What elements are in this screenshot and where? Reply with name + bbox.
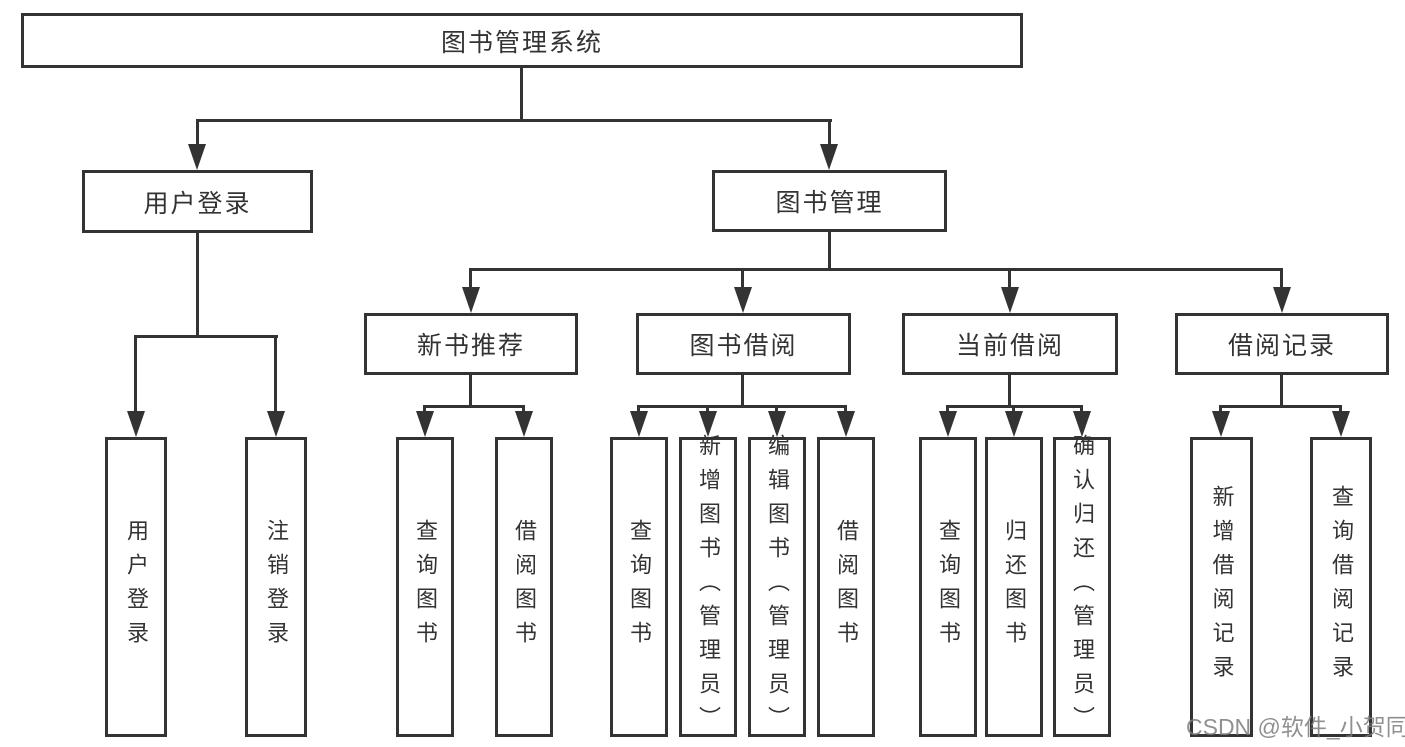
leaf-logout-label: 注销登录	[264, 519, 289, 655]
connector-book-management-branch	[469, 268, 1283, 271]
arrowhead-cb-query-books	[939, 411, 957, 437]
connector-borrow-records-branch	[1220, 405, 1342, 408]
node-borrow-records: 借阅记录	[1175, 313, 1389, 375]
connector-new-book-stub	[469, 373, 472, 407]
leaf-cb-return-books-label: 归还图书	[1002, 519, 1027, 655]
arrowhead-book-management	[820, 144, 838, 170]
node-library-management-system: 图书管理系统	[21, 13, 1023, 68]
arrowhead-bb-add-books	[699, 411, 717, 437]
connector-current-borrow-branch	[947, 405, 1083, 408]
connector-arrow-cb-confirm-shaft	[1080, 405, 1083, 415]
leaf-nb-borrow-books: 借阅图书	[495, 437, 553, 737]
leaf-bb-add-books-admin-label: 新增图书（管理员）	[696, 434, 721, 740]
connector-arrow-cb-query-shaft	[946, 405, 949, 415]
arrowhead-cb-return-books	[1005, 411, 1023, 437]
arrowhead-cb-confirm-return	[1073, 411, 1091, 437]
leaf-user-login-label: 用户登录	[124, 519, 149, 655]
connector-current-borrow-stub	[1008, 373, 1011, 407]
connector-arrow-logout-shaft	[274, 335, 277, 415]
leaf-br-query-borrow-record-label: 查询借阅记录	[1329, 485, 1354, 689]
connector-arrow-bb-query-shaft	[637, 405, 640, 415]
leaf-bb-borrow-books-label: 借阅图书	[834, 519, 859, 655]
connector-arrow-book-borrow-shaft	[741, 268, 744, 292]
connector-user-login-branch	[134, 335, 278, 338]
arrowhead-br-query-record	[1332, 411, 1350, 437]
leaf-cb-return-books: 归还图书	[985, 437, 1043, 737]
connector-book-management-stub	[828, 230, 831, 271]
leaf-br-query-borrow-record: 查询借阅记录	[1310, 437, 1372, 737]
connector-arrow-borrow-records-shaft	[1280, 268, 1283, 292]
leaf-cb-query-books-label: 查询图书	[936, 519, 961, 655]
leaf-nb-query-books-label: 查询图书	[413, 519, 438, 655]
connector-arrow-bb-add-shaft	[706, 405, 709, 415]
leaf-br-add-borrow-record-label: 新增借阅记录	[1209, 485, 1235, 689]
arrowhead-logout	[267, 411, 285, 437]
arrowhead-borrow-records	[1273, 287, 1291, 313]
connector-user-login-stub	[196, 231, 199, 337]
arrowhead-nb-borrow-books	[515, 411, 533, 437]
arrowhead-book-borrow	[734, 287, 752, 313]
node-book-borrow: 图书借阅	[636, 313, 851, 375]
leaf-br-add-borrow-record: 新增借阅记录	[1190, 437, 1253, 737]
connector-arrow-cb-return-shaft	[1012, 405, 1015, 415]
arrowhead-bb-query-books	[630, 411, 648, 437]
connector-arrow-bb-borrow-shaft	[844, 405, 847, 415]
leaf-cb-confirm-return-admin-label: 确认归还（管理员）	[1070, 434, 1095, 740]
connector-arrow-book-management-shaft	[828, 119, 831, 149]
leaf-logout: 注销登录	[245, 437, 307, 737]
arrowhead-user-login	[188, 144, 206, 170]
connector-arrow-current-borrow-shaft	[1008, 268, 1011, 292]
leaf-bb-query-books-label: 查询图书	[627, 519, 652, 655]
node-current-borrow: 当前借阅	[902, 313, 1118, 375]
arrowhead-new-book-recommend	[462, 287, 480, 313]
connector-book-borrow-stub	[741, 373, 744, 407]
connector-arrow-new-book-shaft	[469, 268, 472, 292]
connector-arrow-br-add-shaft	[1219, 405, 1222, 415]
connector-arrow-login-shaft	[134, 335, 137, 415]
connector-arrow-user-login-shaft	[196, 119, 199, 149]
arrowhead-bb-edit-books	[768, 411, 786, 437]
csdn-watermark: CSDN @软件_小贺同学	[1186, 714, 1405, 740]
arrowhead-current-borrow	[1001, 287, 1019, 313]
connector-arrow-nb-query-shaft	[423, 405, 426, 415]
leaf-bb-query-books: 查询图书	[610, 437, 668, 737]
leaf-cb-query-books: 查询图书	[919, 437, 977, 737]
arrowhead-br-add-record	[1212, 411, 1230, 437]
node-book-management: 图书管理	[712, 170, 947, 232]
leaf-bb-borrow-books: 借阅图书	[817, 437, 875, 737]
connector-arrow-bb-edit-shaft	[775, 405, 778, 415]
node-new-book-recommend: 新书推荐	[364, 313, 578, 375]
leaf-bb-edit-books-admin-label: 编辑图书（管理员）	[765, 434, 790, 740]
connector-borrow-records-stub	[1280, 373, 1283, 407]
leaf-nb-borrow-books-label: 借阅图书	[512, 519, 537, 655]
arrowhead-nb-query-books	[416, 411, 434, 437]
connector-root-branch	[196, 119, 832, 122]
leaf-bb-edit-books-admin: 编辑图书（管理员）	[748, 434, 806, 740]
connector-book-borrow-branch	[638, 405, 847, 408]
connector-arrow-br-query-shaft	[1339, 405, 1342, 415]
connector-arrow-nb-borrow-shaft	[522, 405, 525, 415]
node-user-login: 用户登录	[82, 170, 313, 233]
arrowhead-login	[127, 411, 145, 437]
arrowhead-bb-borrow-books	[837, 411, 855, 437]
leaf-cb-confirm-return-admin: 确认归还（管理员）	[1053, 434, 1111, 740]
leaf-user-login: 用户登录	[105, 437, 167, 737]
connector-new-book-branch	[424, 405, 525, 408]
connector-root-stub	[520, 66, 523, 122]
leaf-nb-query-books: 查询图书	[396, 437, 454, 737]
leaf-bb-add-books-admin: 新增图书（管理员）	[679, 434, 737, 740]
